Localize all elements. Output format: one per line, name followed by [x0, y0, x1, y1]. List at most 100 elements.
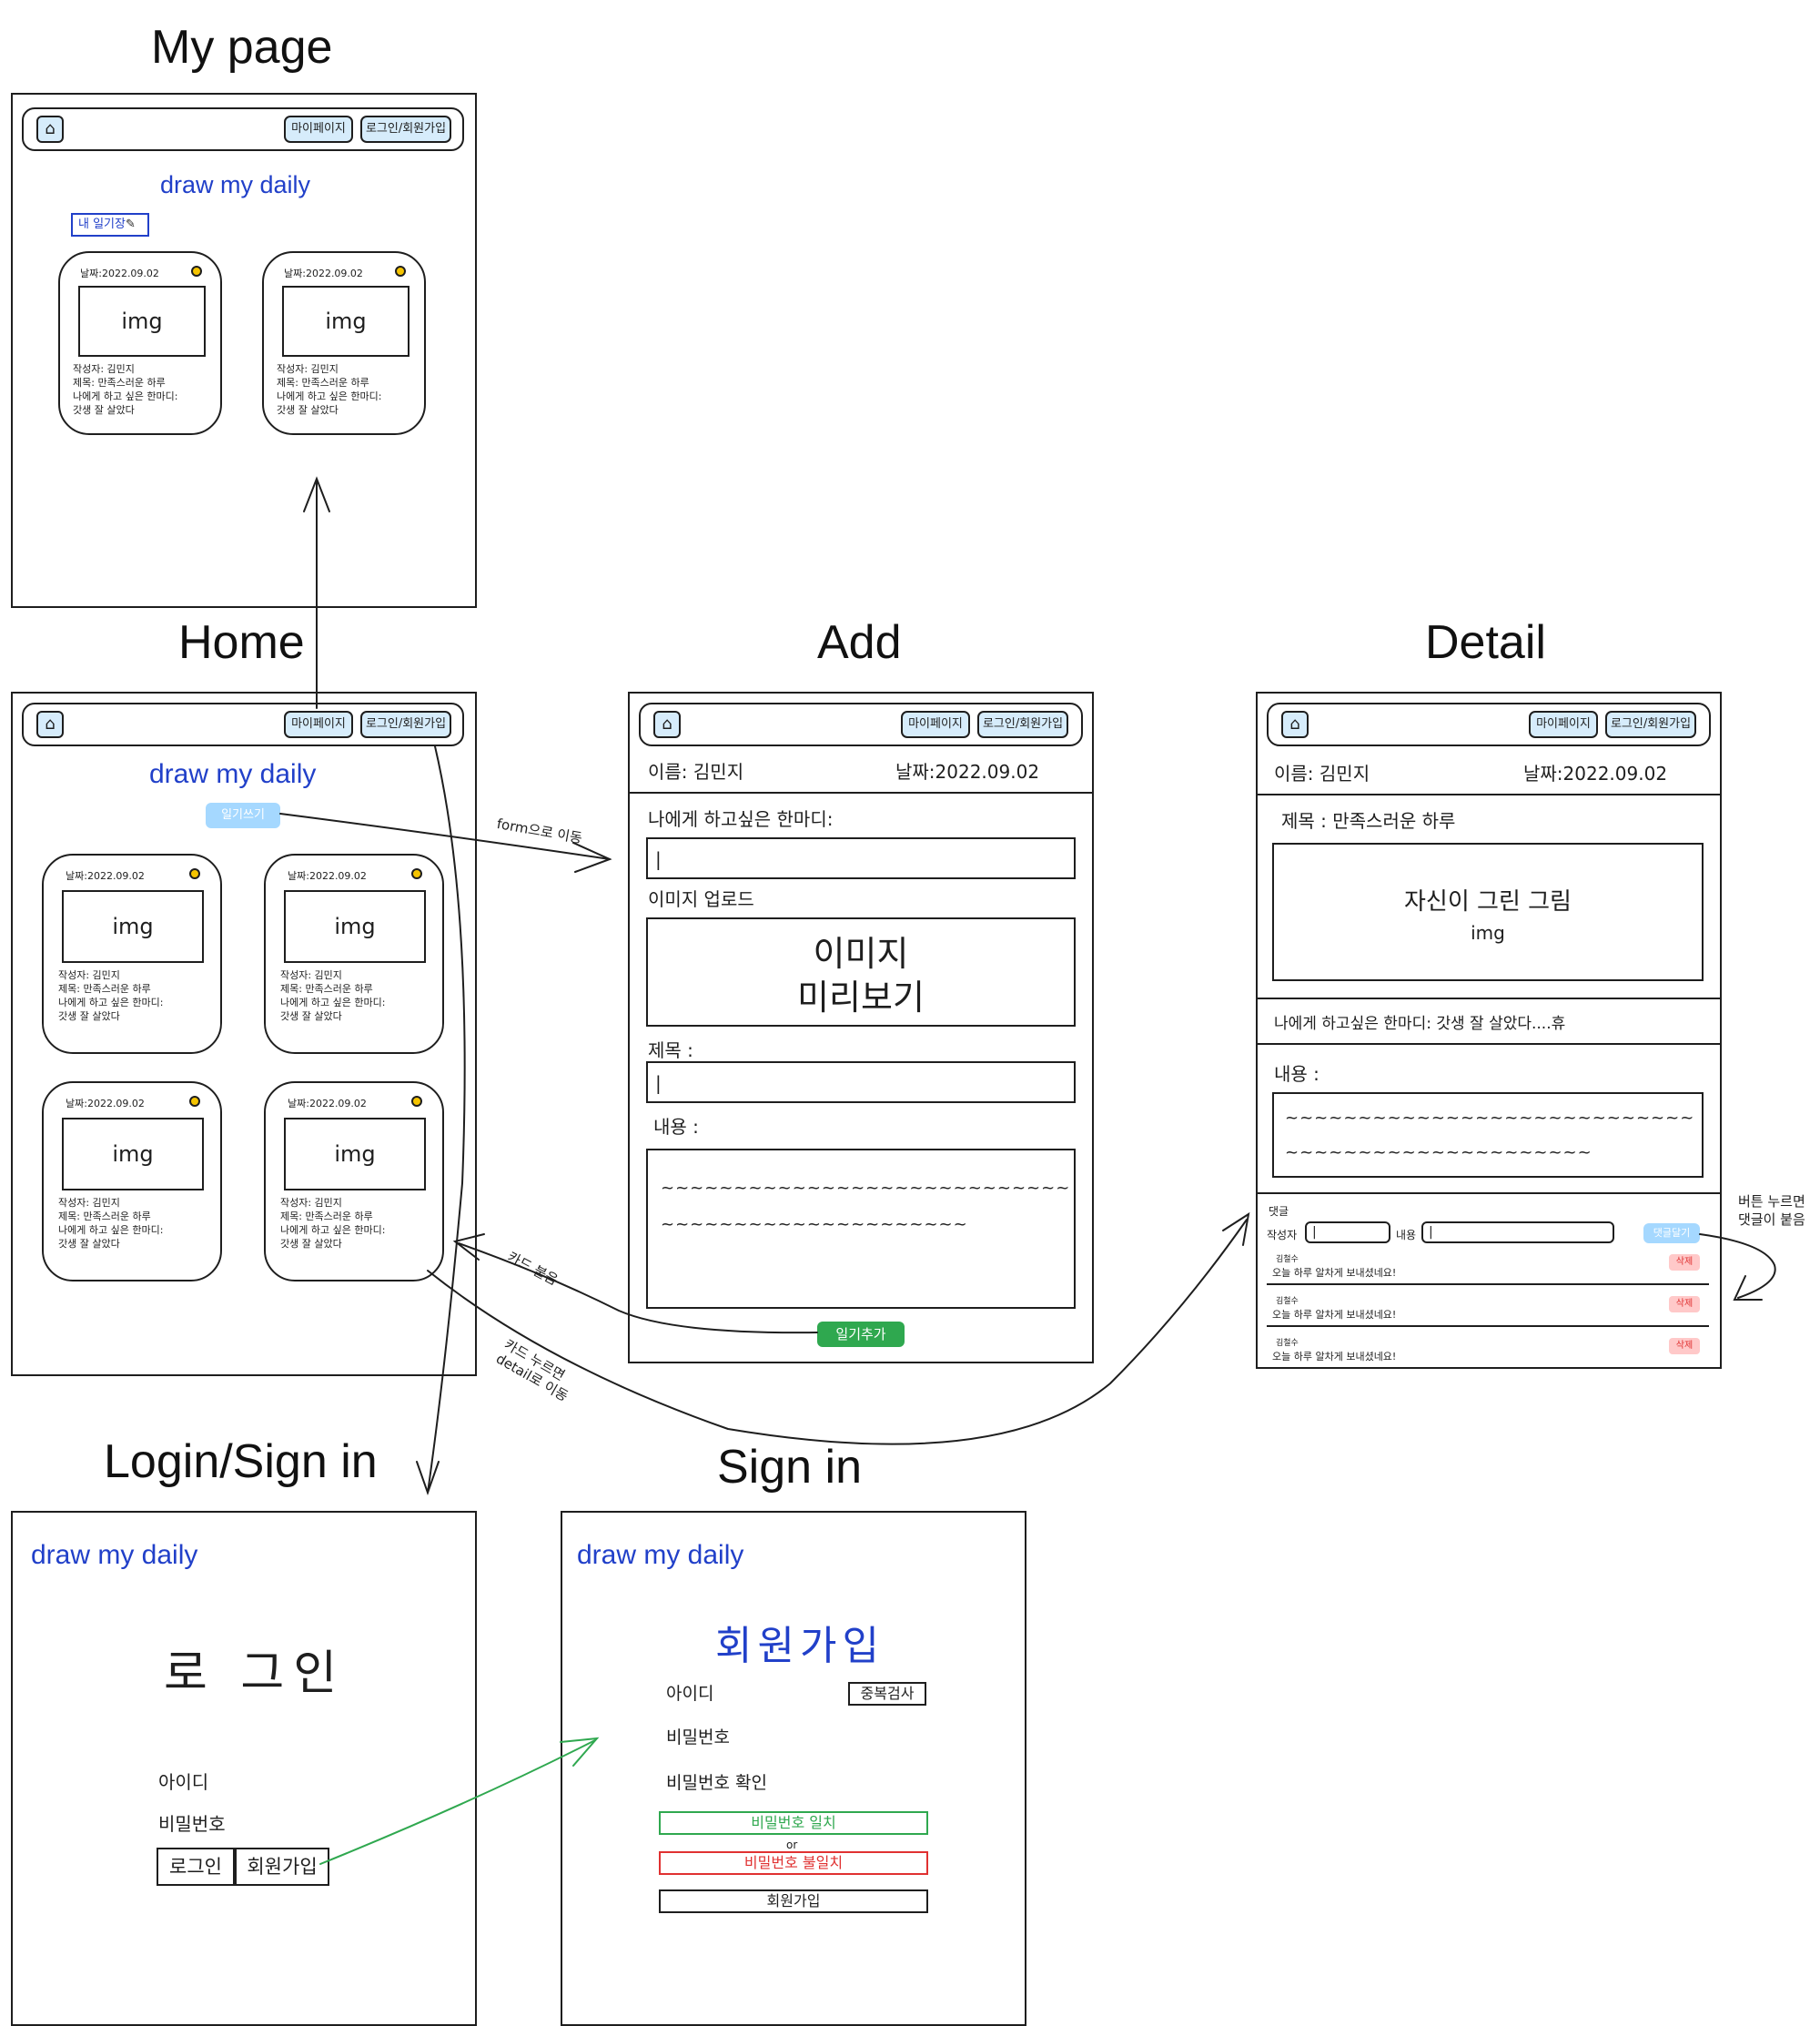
image-upload-label: 이미지 업로드 [648, 888, 754, 910]
password-label: 비밀번호 [158, 1813, 226, 1835]
mypage-button[interactable]: 마이페이지 [1529, 711, 1598, 738]
arrowhead [303, 476, 330, 512]
content-label: 내용 : [653, 1116, 699, 1138]
card-image: img [284, 1118, 426, 1190]
card-meta: 작성자: 김민지 제목: 만족스러운 하루 나에게 하고 싶은 한마디: 갓생 … [280, 1197, 386, 1250]
mypage-button[interactable]: 마이페이지 [901, 711, 970, 738]
oneline-input[interactable]: | [646, 837, 1076, 879]
comment-divider [1267, 1325, 1709, 1327]
diary-card[interactable]: 날짜:2022.09.02 img 작성자: 김민지 제목: 만족스러운 하루 … [42, 854, 222, 1054]
diary-card[interactable]: 날짜:2022.09.02 img 작성자: 김민지 제목: 만족스러운 하루 … [264, 1081, 444, 1281]
mypage-navbar: ⌂ 마이페이지 로그인/회원가입 [22, 107, 464, 151]
button-note-line2: 댓글이 붙음 [1738, 1211, 1805, 1228]
sun-icon [411, 868, 422, 879]
home-navbar: ⌂ 마이페이지 로그인/회원가입 [22, 703, 464, 746]
diary-card[interactable]: 날짜:2022.09.02 img 작성자: 김민지 제목: 만족스러운 하루 … [262, 251, 426, 435]
sun-icon [191, 266, 202, 277]
delete-comment-button[interactable]: 삭제 [1669, 1338, 1700, 1354]
arrow-to-signin [319, 1739, 596, 1865]
drawing-frame: 자신이 그린 그림 img [1272, 843, 1704, 981]
house-icon[interactable]: ⌂ [1281, 711, 1309, 738]
duplicate-check-button[interactable]: 중복검사 [848, 1682, 926, 1706]
add-navbar: ⌂ 마이페이지 로그인/회원가입 [639, 703, 1083, 746]
comment-text: 오늘 하루 알차게 보내셨네요! [1272, 1309, 1397, 1321]
card-meta: 작성자: 김민지 제목: 만족스러운 하루 나에게 하고 싶은 한마디: 갓생 … [280, 969, 386, 1022]
password-confirm-label: 비밀번호 확인 [666, 1773, 767, 1793]
sun-icon [411, 1096, 422, 1107]
content-textarea[interactable]: ~~~~~~~~~~~~~~~~~~~~~~~~~~~~ ~~~~~~~~~~~… [646, 1149, 1076, 1309]
title-signin: Sign in [717, 1441, 862, 1494]
title-add: Add [817, 616, 902, 669]
diary-card[interactable]: 날짜:2022.09.02 img 작성자: 김민지 제목: 만족스러운 하루 … [264, 854, 444, 1054]
signup-submit-button[interactable]: 회원가입 [659, 1889, 928, 1913]
content-line2: ~~~~~~~~~~~~~~~~~~~~~ [1285, 1143, 1592, 1162]
comment-content-label: 내용 [1396, 1229, 1417, 1241]
card-image: img [62, 1118, 204, 1190]
content-line1: ~~~~~~~~~~~~~~~~~~~~~~~~~~~~ [661, 1179, 1071, 1198]
my-diary-label: 내 일기장 [78, 218, 126, 231]
card-image: img [78, 286, 206, 357]
arrow-to-login [427, 745, 466, 1494]
content-box: ~~~~~~~~~~~~~~~~~~~~~~~~~~~~ ~~~~~~~~~~~… [1272, 1092, 1704, 1178]
signup-button[interactable]: 회원가입 [235, 1848, 329, 1886]
login-button[interactable]: 로그인 [157, 1848, 235, 1886]
comment-text: 오늘 하루 알차게 보내셨네요! [1272, 1267, 1397, 1279]
login-signup-button[interactable]: 로그인/회원가입 [1605, 711, 1696, 738]
arrowhead [452, 1233, 485, 1261]
image-preview[interactable]: 이미지 미리보기 [646, 917, 1076, 1027]
arrow-to-add [279, 813, 611, 860]
comment-content-input[interactable]: | [1421, 1221, 1614, 1243]
delete-comment-button[interactable]: 삭제 [1669, 1254, 1700, 1271]
content-line1: ~~~~~~~~~~~~~~~~~~~~~~~~~~~~ [1285, 1109, 1695, 1128]
diary-card[interactable]: 날짜:2022.09.02 img 작성자: 김민지 제목: 만족스러운 하루 … [42, 1081, 222, 1281]
house-icon[interactable]: ⌂ [36, 711, 64, 738]
preview-line1: 이미지 [813, 934, 909, 974]
card-meta: 작성자: 김민지 제목: 만족스러운 하루 나에게 하고 싶은 한마디: 갓생 … [58, 969, 164, 1022]
password-match-status: 비밀번호 일치 [659, 1811, 928, 1835]
brand-title: draw my daily [160, 171, 311, 198]
card-image: img [284, 890, 426, 963]
id-label: 아이디 [666, 1684, 714, 1704]
detail-frame [1256, 692, 1722, 1369]
divider [1256, 1043, 1722, 1045]
card-meta: 작성자: 김민지 제목: 만족스러운 하루 나에게 하고 싶은 한마디: 갓생 … [58, 1197, 164, 1250]
diary-date: 날짜:2022.09.02 [895, 761, 1040, 783]
arrowhead [1222, 1211, 1250, 1246]
house-icon[interactable]: ⌂ [36, 116, 64, 143]
arrowhead [572, 842, 612, 873]
content-label: 내용 : [1274, 1063, 1320, 1085]
comment-author-input[interactable]: | [1305, 1221, 1390, 1243]
divider [1256, 794, 1722, 795]
diary-card[interactable]: 날짜:2022.09.02 img 작성자: 김민지 제목: 만족스러운 하루 … [58, 251, 222, 435]
diary-date: 날짜:2022.09.02 [1523, 763, 1668, 785]
mypage-button[interactable]: 마이페이지 [284, 711, 353, 738]
title-input[interactable]: | [646, 1061, 1076, 1103]
arrowhead [416, 1461, 440, 1496]
text-cursor: | [1312, 1225, 1317, 1240]
login-signup-button[interactable]: 로그인/회원가입 [360, 116, 451, 143]
login-signup-button[interactable]: 로그인/회원가입 [360, 711, 451, 738]
delete-comment-button[interactable]: 삭제 [1669, 1296, 1700, 1312]
house-icon[interactable]: ⌂ [653, 711, 681, 738]
comment-divider [1267, 1283, 1709, 1285]
pencil-icon: ✎ [125, 218, 136, 231]
divider [628, 792, 1094, 794]
comment-author-label: 작성자 [1267, 1229, 1298, 1241]
card-meta: 작성자: 김민지 제목: 만족스러운 하루 나에게 하고 싶은 한마디: 갓생 … [73, 363, 178, 416]
add-comment-button[interactable]: 댓글달기 [1643, 1223, 1700, 1243]
preview-line2: 미리보기 [797, 978, 925, 1018]
comments-header: 댓글 [1269, 1205, 1289, 1218]
card-date: 날짜:2022.09.02 [284, 268, 363, 279]
divider [1256, 1192, 1722, 1194]
mypage-button[interactable]: 마이페이지 [284, 116, 353, 143]
title-detail: Detail [1425, 616, 1546, 669]
button-note-line1: 버튼 누르면 [1738, 1193, 1805, 1210]
write-diary-button[interactable]: 일기쓰기 [206, 803, 280, 828]
oneline-text: 나에게 하고싶은 한마디: 갓생 잘 살았다....휴 [1274, 1015, 1566, 1033]
arrowhead [560, 1737, 600, 1767]
password-label: 비밀번호 [666, 1727, 730, 1747]
sun-icon [189, 868, 200, 879]
login-signup-button[interactable]: 로그인/회원가입 [977, 711, 1068, 738]
add-diary-button[interactable]: 일기추가 [817, 1322, 905, 1347]
title-home: Home [178, 616, 305, 669]
